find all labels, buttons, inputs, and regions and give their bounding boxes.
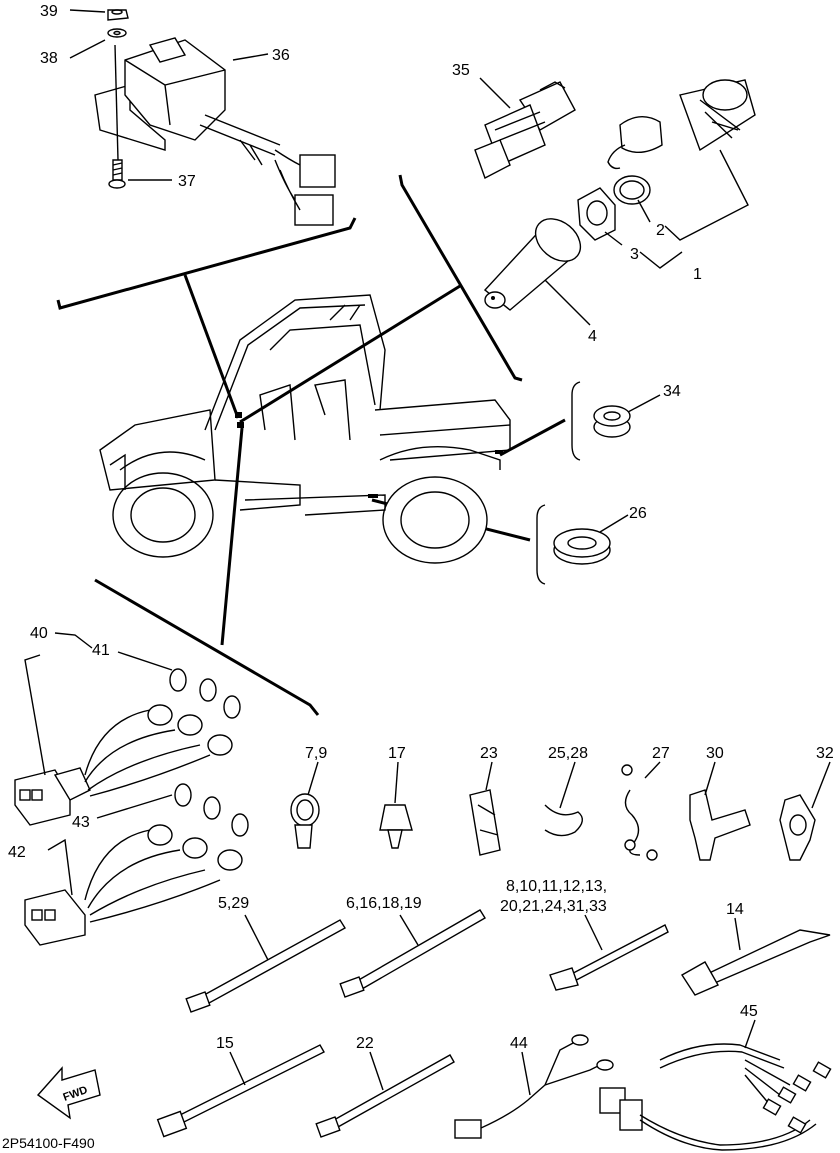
callout-23: 23	[480, 745, 498, 762]
leader-42	[47, 838, 73, 896]
callout-30: 30	[706, 745, 724, 762]
section-boundaries	[56, 174, 581, 716]
callout-14: 14	[726, 901, 744, 918]
clip-part-7-9	[290, 793, 320, 849]
leader-8-group	[584, 914, 603, 951]
callout-1: 1	[693, 266, 702, 283]
fwd-arrow-icon: FWD	[36, 1066, 101, 1120]
leaders-top	[69, 9, 749, 326]
callout-42: 42	[8, 844, 26, 861]
nut-part-39	[107, 9, 129, 21]
grommet-part-34	[593, 405, 631, 438]
nut-part-3	[577, 187, 616, 241]
clip-part-27	[621, 764, 658, 861]
cable-tie-part-22	[315, 1054, 455, 1138]
washer-part-38	[107, 28, 127, 38]
cable-tie-part-8-group	[549, 924, 669, 991]
cable-tie-part-15	[156, 1044, 325, 1138]
leader-22	[369, 1051, 384, 1091]
callout-17: 17	[388, 745, 406, 762]
harness-part-42	[24, 783, 249, 946]
socket-cap-part-1	[607, 79, 756, 170]
leader-45	[744, 1019, 756, 1049]
screw-part-37	[108, 159, 126, 189]
callout-34: 34	[663, 383, 681, 400]
leader-17	[394, 761, 399, 804]
callout-41: 41	[92, 642, 110, 659]
leader-30	[704, 761, 716, 796]
sensor-part-35	[474, 81, 576, 179]
wire-lead-part-44	[454, 1034, 614, 1139]
axis-line-37	[114, 44, 119, 161]
wire-harness-part-45	[599, 1043, 832, 1151]
utv-vehicle	[99, 294, 511, 564]
harness-part-40	[14, 668, 241, 826]
leader-7-9	[307, 761, 319, 796]
ring-part-2	[613, 175, 651, 205]
callout-3: 3	[630, 246, 639, 263]
cable-tie-part-14	[681, 929, 831, 996]
callout-39: 39	[40, 3, 58, 20]
clip-part-23	[469, 789, 501, 856]
leader-44	[521, 1051, 531, 1096]
leader-26	[599, 514, 629, 533]
callout-4: 4	[588, 328, 597, 345]
drawing-code: 2P54100-F490	[2, 1135, 95, 1151]
relay-assembly-part-36	[94, 37, 336, 226]
callout-45: 45	[740, 1003, 758, 1020]
cable-tie-part-5-29	[185, 919, 346, 1013]
callout-37: 37	[178, 173, 196, 190]
callout-8-group-line1: 8,10,11,12,13,	[506, 878, 607, 895]
leader-40	[54, 632, 93, 649]
leader-6-16	[399, 914, 419, 946]
callout-5-29: 5,29	[218, 895, 249, 912]
clip-part-25-28	[544, 804, 583, 837]
socket-body-part-4	[483, 218, 582, 311]
clip-part-30	[689, 789, 751, 861]
leader-15	[229, 1051, 246, 1086]
callout-25-28: 25,28	[548, 745, 588, 762]
clip-part-17	[379, 804, 413, 849]
callout-44: 44	[510, 1035, 528, 1052]
callout-22: 22	[356, 1035, 374, 1052]
callout-36: 36	[272, 47, 290, 64]
grommet-part-26	[553, 528, 611, 565]
callout-38: 38	[40, 50, 58, 67]
vehicle-leaders	[183, 274, 566, 646]
cable-tie-part-6-16-18-19	[339, 909, 486, 998]
leader-32	[811, 761, 831, 809]
clip-part-32	[779, 794, 816, 861]
leader-34	[627, 394, 661, 413]
leader-5-29	[244, 914, 269, 961]
callout-6-16-18-19: 6,16,18,19	[346, 895, 422, 912]
leader-14	[734, 917, 741, 951]
leader-25-28	[559, 761, 576, 809]
leader-23	[485, 761, 493, 791]
callout-labels: 39 38 36 37 35 2 3 1 4 34 26 40 41 43 42…	[2, 3, 834, 1151]
callout-7-9: 7,9	[305, 745, 327, 762]
callout-8-group-line2: 20,21,24,31,33	[500, 898, 607, 915]
callout-15: 15	[216, 1035, 234, 1052]
leader-43	[96, 794, 173, 819]
callout-40: 40	[30, 625, 48, 642]
callout-27: 27	[652, 745, 670, 762]
leader-40b	[24, 654, 46, 776]
leader-27	[644, 761, 661, 779]
callout-32: 32	[816, 745, 834, 762]
leader-41	[117, 651, 173, 671]
callout-43: 43	[72, 814, 90, 831]
callout-2: 2	[656, 222, 665, 239]
callout-35: 35	[452, 62, 470, 79]
callout-26: 26	[629, 505, 647, 522]
